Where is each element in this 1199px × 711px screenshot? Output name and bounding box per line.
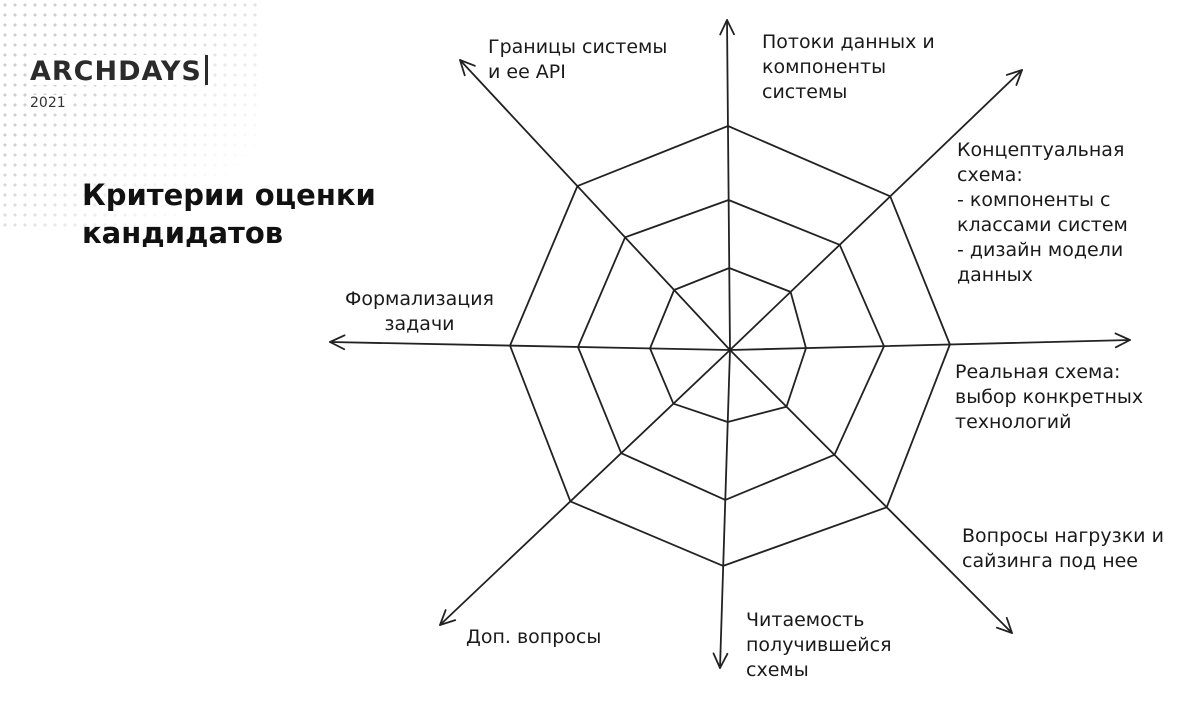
arrowhead-task-formalization bbox=[329, 334, 346, 351]
archdays-logo: ARCHDAYS bbox=[30, 55, 210, 85]
arrowhead-load-sizing bbox=[996, 616, 1013, 634]
arrowhead-system-boundaries bbox=[459, 59, 476, 77]
axis-data-flows bbox=[726, 19, 731, 351]
diagram-rings bbox=[509, 125, 951, 567]
logo-year: 2021 bbox=[30, 95, 68, 111]
criterion-label-task-formalization: Формализация задачи bbox=[345, 288, 494, 335]
criterion-label-data-flows: Потоки данных и компоненты системы bbox=[762, 31, 935, 103]
criterion-label-system-boundaries: Границы системы и ее API bbox=[488, 36, 668, 83]
criterion-label-real-schema: Реальная схема: выбор конкретных техноло… bbox=[955, 361, 1144, 433]
arrowhead-readability bbox=[712, 652, 729, 669]
logo-cursor-bar bbox=[204, 55, 208, 85]
axis-extra-questions bbox=[439, 349, 731, 626]
criterion-label-load-sizing: Вопросы нагрузки и сайзинга под нее bbox=[962, 525, 1164, 572]
dot-grid-decoration bbox=[0, 0, 260, 230]
criterion-label-readability: Читаемость получившейся схемы bbox=[746, 609, 892, 681]
axis-real-schema bbox=[729, 339, 1131, 351]
arrowhead-real-schema bbox=[1114, 332, 1131, 349]
page-title: Критерии оценки кандидатов bbox=[82, 178, 376, 250]
diagram-axes bbox=[329, 19, 1131, 669]
axis-system-boundaries bbox=[459, 59, 731, 351]
arrowhead-conceptual-schema bbox=[1005, 69, 1023, 86]
ring-inner bbox=[649, 267, 807, 423]
axis-load-sizing bbox=[729, 349, 1013, 634]
criterion-label-conceptual-schema: Концептуальная схема: - компоненты с кла… bbox=[957, 139, 1128, 286]
ring-middle bbox=[577, 199, 885, 501]
axis-readability bbox=[719, 349, 731, 669]
axis-task-formalization bbox=[329, 341, 731, 351]
axis-conceptual-schema bbox=[729, 69, 1023, 351]
ring-outer bbox=[509, 125, 951, 567]
logo-brand: ARCHDAYS bbox=[30, 56, 202, 87]
arrowhead-extra-questions bbox=[439, 609, 457, 626]
arrowhead-data-flows bbox=[719, 19, 735, 36]
criterion-label-extra-questions: Доп. вопросы bbox=[466, 626, 602, 648]
